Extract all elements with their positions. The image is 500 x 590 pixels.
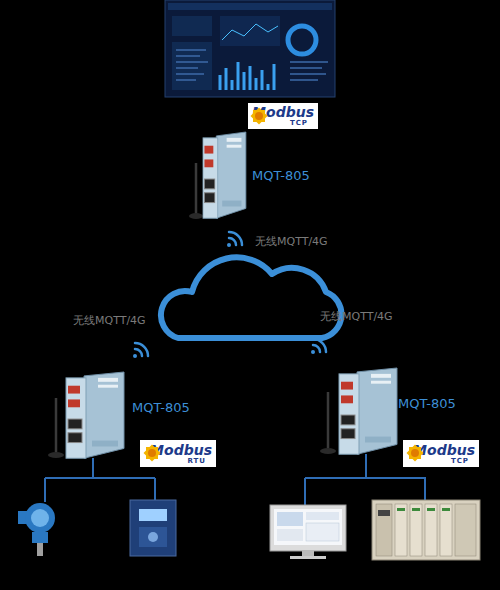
- logo-subtitle: TCP: [290, 119, 308, 127]
- wifi-icon: [133, 343, 148, 358]
- screen-frame: [165, 0, 335, 97]
- gateway-device: [66, 372, 124, 458]
- logo-subtitle: RTU: [187, 457, 206, 465]
- protocol-logo: ModbusRTU: [140, 440, 216, 467]
- antenna: [55, 398, 58, 452]
- cloud-outline: [161, 257, 342, 338]
- device-label: MQT-805: [252, 168, 310, 183]
- link-label: 无线MQTT/4G: [320, 309, 393, 324]
- screen-panel: [172, 42, 212, 90]
- modbus-star: [144, 445, 161, 462]
- gateway-device: [203, 132, 246, 218]
- antenna: [327, 392, 330, 448]
- gateway-device: [339, 368, 397, 454]
- frequency-inverter: [130, 500, 176, 556]
- screen-line: [222, 24, 278, 40]
- screen-bars: [220, 62, 274, 90]
- screen-rows: [176, 50, 328, 80]
- dashboard-screen: [165, 0, 335, 97]
- logo-wordmark: Modbus: [413, 443, 475, 457]
- gateway-node: MQT-805: [200, 132, 246, 218]
- plc-rack: [372, 500, 480, 560]
- logo-wordmark: Modbus: [150, 443, 212, 457]
- protocol-logo: ModbusTCP: [248, 103, 318, 129]
- screen-panel: [172, 16, 212, 36]
- screen-header: [168, 3, 332, 10]
- wifi-icon: [311, 339, 326, 354]
- device-label: MQT-805: [132, 400, 190, 415]
- gateway-node: MQT-805: [335, 368, 397, 454]
- link-label: 无线MQTT/4G: [73, 313, 146, 328]
- link-label: 无线MQTT/4G: [255, 234, 328, 249]
- wifi-icon: [227, 232, 242, 247]
- logo-wordmark: Modbus: [252, 105, 314, 119]
- antenna-base: [189, 213, 203, 219]
- logo-subtitle: TCP: [451, 457, 469, 465]
- device-label: MQT-805: [398, 396, 456, 411]
- screen-panel: [220, 16, 280, 46]
- antenna: [195, 163, 198, 214]
- pressure-transmitter: [18, 503, 55, 556]
- modbus-star: [407, 445, 424, 462]
- modbus-star: [251, 108, 268, 125]
- antenna-base: [48, 452, 64, 458]
- field-wire: [45, 458, 155, 502]
- screen-gauge: [288, 26, 316, 54]
- antenna-base: [320, 448, 336, 454]
- computer-monitor: [270, 505, 346, 559]
- protocol-logo: ModbusTCP: [403, 440, 479, 467]
- gateway-node: MQT-805: [62, 372, 124, 458]
